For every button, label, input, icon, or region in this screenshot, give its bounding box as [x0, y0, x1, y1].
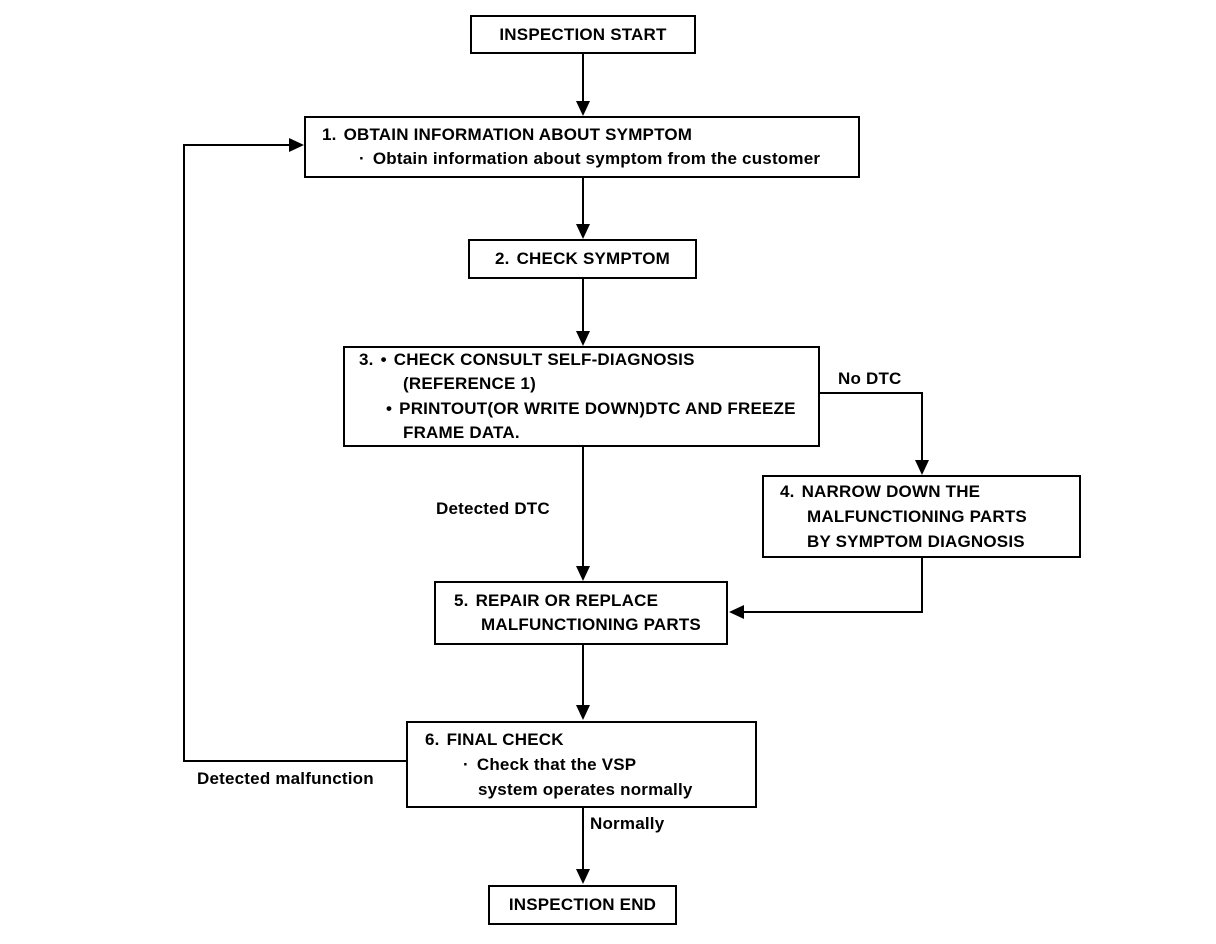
node-step4-narrow-down-parts: 4. NARROW DOWN THE MALFUNCTIONING PARTS …: [762, 475, 1081, 558]
step1-dot-glyph: ·: [359, 149, 365, 168]
edge-label-detected-malfunction: Detected malfunction: [197, 769, 374, 788]
step5-line1: REPAIR OR REPLACE: [475, 591, 659, 610]
edge-label-no-dtc: No DTC: [838, 369, 902, 388]
edge-label-normally: Normally: [590, 814, 665, 833]
step3-bullet2-line2: FRAME DATA.: [403, 423, 520, 442]
step6-title-row: 6. FINAL CHECK: [425, 727, 755, 752]
connector-step6-step1-bottom-hline: [184, 760, 406, 762]
step6-number: 6.: [425, 730, 440, 749]
connector-step3-step4-hline: [820, 392, 923, 394]
step2-title: CHECK SYMPTOM: [516, 249, 670, 268]
connector-step5-step6-line: [582, 645, 584, 707]
connector-step4-step5-vline: [921, 558, 923, 613]
step6-detail-line1: Check that the VSP: [476, 755, 637, 774]
node-inspection-start: INSPECTION START: [470, 15, 696, 54]
step3-bullet2-line2-row: FRAME DATA.: [359, 421, 818, 446]
step4-line2-row: MALFUNCTIONING PARTS: [780, 504, 1079, 529]
connector-step3-step5-arrowhead: [576, 566, 590, 581]
step3-number: 3.: [359, 349, 374, 369]
connector-step6-end-line: [582, 808, 584, 871]
connector-step3-step4-arrowhead: [915, 460, 929, 475]
step6-detail-line2: system operates normally: [478, 780, 693, 799]
node-inspection-end: INSPECTION END: [488, 885, 677, 925]
step2-number: 2.: [495, 249, 510, 268]
node-step2-check-symptom: 2. CHECK SYMPTOM: [468, 239, 697, 279]
connector-start-step1-line: [582, 54, 584, 103]
step4-line3-row: BY SYMPTOM DIAGNOSIS: [780, 529, 1079, 554]
step1-title-row: 1. OBTAIN INFORMATION ABOUT SYMPTOM: [322, 123, 858, 147]
connector-step3-step5-line: [582, 447, 584, 568]
connector-step5-step6-arrowhead: [576, 705, 590, 720]
step3-bullet2-line1: PRINTOUT(OR WRITE DOWN)DTC AND FREEZE: [399, 398, 796, 418]
connector-step1-step2-arrowhead: [576, 224, 590, 239]
step1-number: 1.: [322, 125, 337, 144]
step1-title: OBTAIN INFORMATION ABOUT SYMPTOM: [343, 125, 693, 144]
step5-line1-row: 5. REPAIR OR REPLACE: [454, 589, 726, 613]
step1-detail-row: · Obtain information about symptom from …: [322, 147, 858, 171]
step3-bullet2-row: • PRINTOUT(OR WRITE DOWN)DTC AND FREEZE: [359, 397, 818, 422]
edge-label-detected-dtc: Detected DTC: [436, 499, 550, 518]
step5-number: 5.: [454, 591, 469, 610]
connector-step1-step2-line: [582, 178, 584, 226]
step5-line2-row: MALFUNCTIONING PARTS: [454, 613, 726, 637]
connector-step6-step1-vline: [183, 144, 185, 762]
step6-detail-row: · Check that the VSP: [425, 752, 755, 777]
connector-step3-step4-vline: [921, 392, 923, 462]
step3-bullet1-line2: (REFERENCE 1): [403, 374, 536, 393]
step6-detail-line2-row: system operates normally: [425, 777, 755, 802]
step3-bullet2-glyph: •: [386, 398, 393, 418]
connector-step4-step5-hline: [742, 611, 923, 613]
connector-step4-step5-arrowhead: [729, 605, 744, 619]
step3-bullet1-line1: CHECK CONSULT SELF-DIAGNOSIS: [393, 349, 695, 369]
step1-detail: Obtain information about symptom from th…: [372, 149, 821, 168]
step6-title: FINAL CHECK: [446, 730, 564, 749]
step2-title-row: 2. CHECK SYMPTOM: [495, 247, 670, 271]
node-inspection-start-label: INSPECTION START: [499, 24, 667, 44]
step4-line3: BY SYMPTOM DIAGNOSIS: [807, 532, 1025, 551]
node-step6-final-check: 6. FINAL CHECK · Check that the VSP syst…: [406, 721, 757, 808]
step4-number: 4.: [780, 482, 795, 501]
step6-dot-glyph: ·: [463, 755, 469, 774]
step4-line2: MALFUNCTIONING PARTS: [807, 507, 1027, 526]
connector-step2-step3-arrowhead: [576, 331, 590, 346]
step3-bullet1-line2-row: (REFERENCE 1): [359, 372, 818, 397]
connector-step6-step1-arrowhead: [289, 138, 304, 152]
step4-line1: NARROW DOWN THE: [801, 482, 981, 501]
node-inspection-end-label: INSPECTION END: [508, 895, 657, 914]
node-step5-repair-replace: 5. REPAIR OR REPLACE MALFUNCTIONING PART…: [434, 581, 728, 645]
step3-bullet1-row: 3. • CHECK CONSULT SELF-DIAGNOSIS: [359, 348, 818, 373]
node-step3-consult-self-diagnosis: 3. • CHECK CONSULT SELF-DIAGNOSIS (REFER…: [343, 346, 820, 447]
connector-step6-step1-top-hline: [183, 144, 290, 146]
step3-bullet1-glyph: •: [380, 349, 387, 369]
connector-start-step1-arrowhead: [576, 101, 590, 116]
connector-step2-step3-line: [582, 279, 584, 333]
connector-step6-end-arrowhead: [576, 869, 590, 884]
step4-line1-row: 4. NARROW DOWN THE: [780, 479, 1079, 504]
node-step1-obtain-information: 1. OBTAIN INFORMATION ABOUT SYMPTOM · Ob…: [304, 116, 860, 178]
step5-line2: MALFUNCTIONING PARTS: [481, 615, 701, 634]
